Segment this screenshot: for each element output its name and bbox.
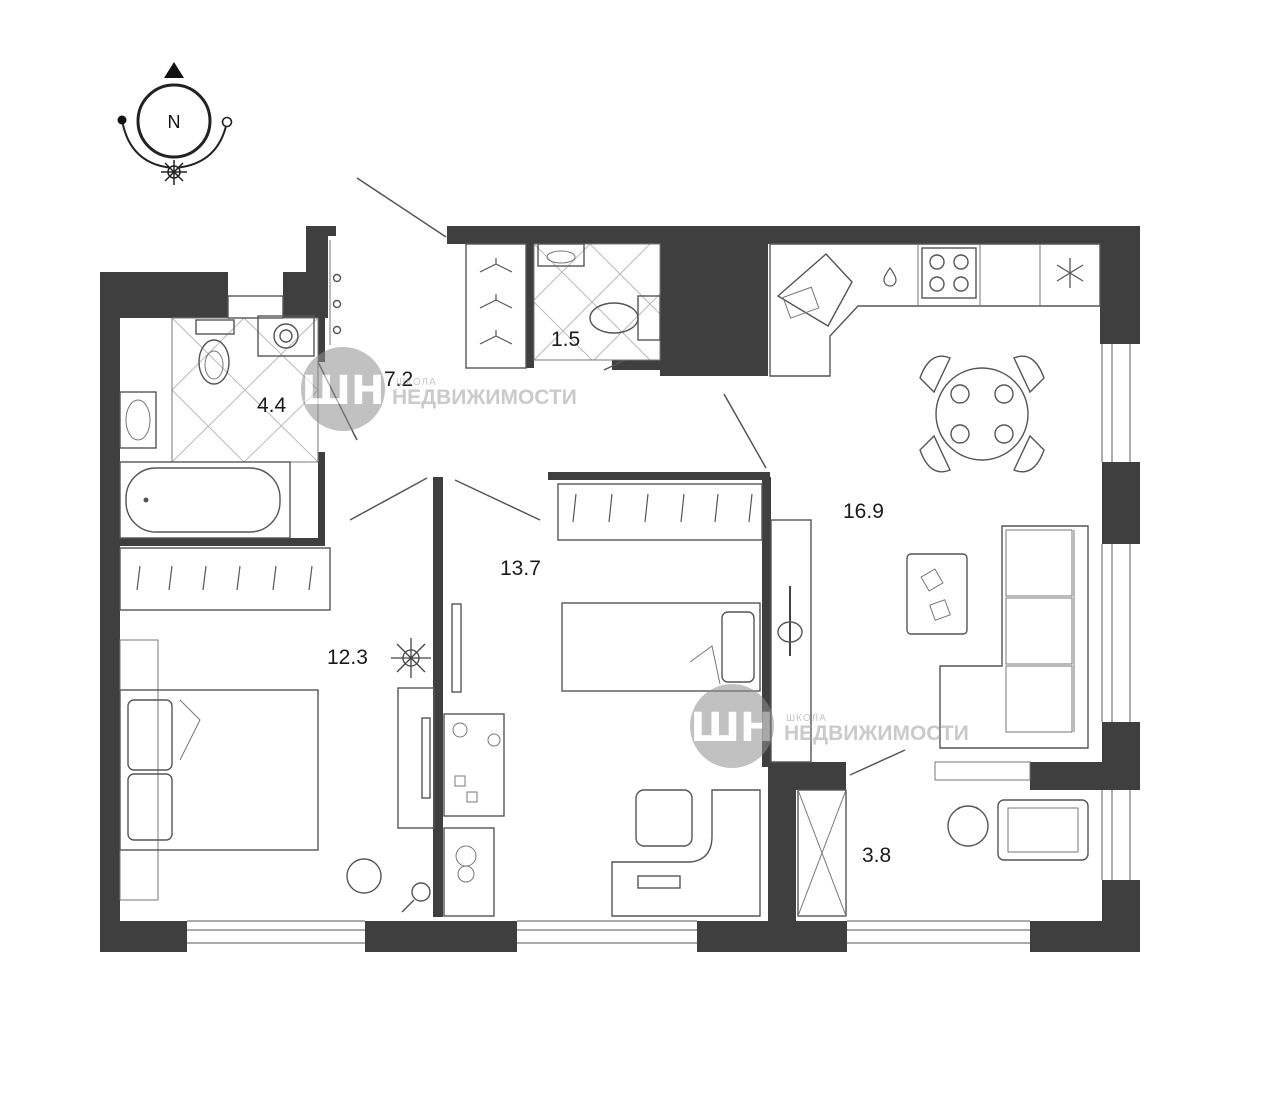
bathroom-area: 4.4 xyxy=(257,394,287,417)
closet xyxy=(465,243,527,369)
sink-icon xyxy=(119,391,157,449)
bedroom-main-area: 12.3 xyxy=(327,646,368,669)
teddy-bear-icon xyxy=(443,827,495,917)
svg-text:ШКОЛА: ШКОЛА xyxy=(396,377,437,388)
kitchen-living: 16.9 xyxy=(769,243,1101,763)
toilet-icon xyxy=(195,319,235,385)
wc-area: 1.5 xyxy=(551,328,580,351)
coat-hooks xyxy=(329,240,342,345)
watermark-bottom: ШН ШКОЛА НЕДВИЖИМОСТИ xyxy=(690,684,969,768)
wc: 1.5 xyxy=(533,243,661,361)
balcony-area: 3.8 xyxy=(862,844,891,867)
svg-text:НЕДВИЖИМОСТИ: НЕДВИЖИМОСТИ xyxy=(784,722,969,745)
desk-chair-icon xyxy=(611,789,761,917)
mirror-icon xyxy=(346,858,431,913)
wc-toilet-icon xyxy=(589,295,661,341)
sofa-icon xyxy=(939,525,1089,749)
watermark-top: ШН ШКОЛА НЕДВИЖИМОСТИ xyxy=(301,347,577,431)
svg-text:ШН: ШН xyxy=(691,705,774,751)
bedroom-kids: 13.7 xyxy=(443,483,763,917)
svg-text:НЕДВИЖИМОСТИ: НЕДВИЖИМОСТИ xyxy=(392,386,577,409)
hall: 7.2 xyxy=(329,240,413,391)
north-arrow-icon xyxy=(164,62,184,78)
kitchen-counter xyxy=(769,243,1101,377)
bedroom-main: 12.3 xyxy=(119,547,435,913)
double-bed-icon xyxy=(119,689,319,851)
wardrobe-kids xyxy=(557,483,763,541)
hall-area: 7.2 xyxy=(384,368,413,391)
bathtub-icon xyxy=(119,461,291,539)
armchair-icon xyxy=(997,799,1089,861)
toys-shelf xyxy=(443,713,505,817)
doors xyxy=(317,177,906,776)
sun-icon xyxy=(161,160,187,185)
svg-text:ШКОЛА: ШКОЛА xyxy=(786,713,827,724)
kitchen-living-area: 16.9 xyxy=(843,500,884,523)
bathroom: 4.4 xyxy=(119,295,319,539)
stove-icon xyxy=(921,247,977,299)
balcony: 3.8 xyxy=(797,761,1089,917)
compass: N xyxy=(117,62,233,185)
wc-sink-icon xyxy=(537,243,585,267)
wardrobe-main xyxy=(119,547,331,611)
svg-text:ШН: ШН xyxy=(302,368,385,414)
single-bed-icon xyxy=(561,602,761,692)
balcony-table-icon xyxy=(947,805,989,847)
windows xyxy=(187,344,1131,944)
bedroom-kids-area: 13.7 xyxy=(500,557,541,580)
plant-icon xyxy=(391,638,431,678)
corner-sink-icon xyxy=(776,253,853,327)
walls xyxy=(100,226,1140,952)
washing-machine-icon xyxy=(273,323,299,349)
compass-letter: N xyxy=(168,112,181,132)
door-handle-icon xyxy=(777,586,803,656)
snowflake-icon xyxy=(1056,258,1084,288)
water-drop-icon xyxy=(883,266,897,287)
dining-table-icon xyxy=(919,355,1045,473)
coffee-table-icon xyxy=(906,553,968,635)
